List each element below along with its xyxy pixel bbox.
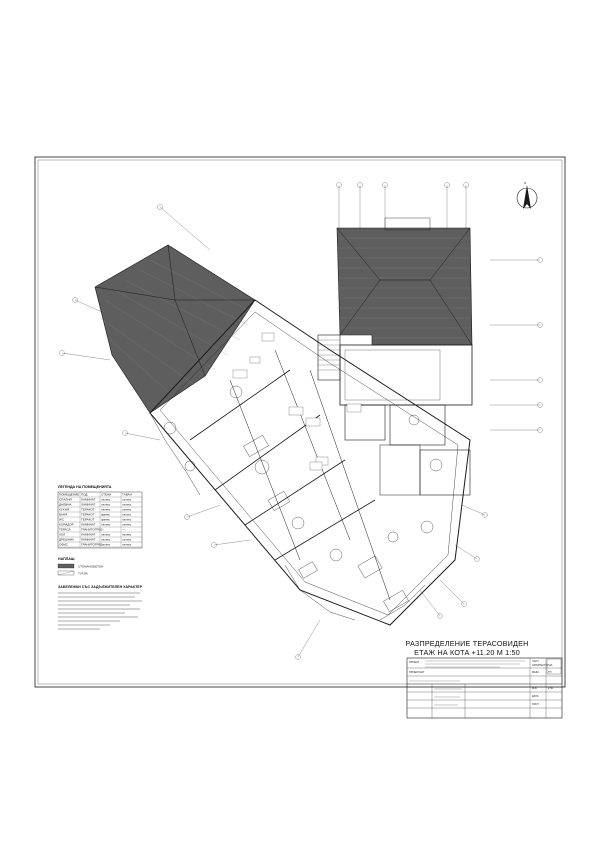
legend-header-cell: ПОД xyxy=(81,493,87,497)
tb-part-value: АРХИТЕКТУРНА xyxy=(532,663,553,667)
legend-header-cell: ПОМЕЩЕНИЕ xyxy=(59,493,79,497)
legend-cell: латекс xyxy=(122,498,132,502)
tb-date-label: ДАТА xyxy=(532,694,539,698)
legend-cell: ЛАМИНАТ xyxy=(81,523,96,527)
legend-cell: ХОЛ xyxy=(59,533,65,537)
floor-plan xyxy=(149,299,473,626)
legend-cell: латекс xyxy=(122,533,132,537)
legend-cell: латекс xyxy=(101,538,111,542)
legend-cell: ЛАМИНАТ xyxy=(81,498,96,502)
legend-cell: ЛАМИНАТ xyxy=(81,503,96,507)
north-arrow-icon: N xyxy=(516,181,538,209)
legend-cell: ЛАМИНАТ xyxy=(81,538,96,542)
tb-part-label: ЧАСТ xyxy=(532,659,539,663)
legend-cell: СПАЛНЯ xyxy=(59,498,72,502)
legend-cell: латекс xyxy=(101,508,111,512)
svg-text:N: N xyxy=(524,181,526,185)
tb-designer-label: ПРОЕКТАНТ xyxy=(409,670,425,674)
legend-cell: ТЕРАКОТ xyxy=(81,518,95,522)
tb-sheet-label: ЛИСТ xyxy=(532,702,539,706)
legend-cell: латекс xyxy=(101,523,111,527)
material-item-brick: ТУХЛА xyxy=(78,572,88,576)
title-block: ПРОЕКТ ЧАСТ АРХИТЕКТУРНА ПРОЕКТАНТ ФАЗА … xyxy=(406,657,563,719)
sheet-title-line2: ЕТАЖ НА КОТА +11.20 М 1:50 xyxy=(414,648,520,657)
legend-cell: фаянс xyxy=(101,513,110,517)
legend-cell: ГРАНИТОГРЕС xyxy=(81,543,103,547)
legend-cell: латекс xyxy=(122,538,132,542)
material-item-concrete: СТОМАНОБЕТОН xyxy=(78,565,103,569)
notes-block: ЗАБЕЛЕЖКИ СЪС ЗАДЪЛЖИТЕЛЕН ХАРАКТЕР xyxy=(58,585,143,630)
tb-scale-value: 1:50 xyxy=(548,686,554,690)
sheet-title-line1: РАЗПРЕДЕЛЕНИЕ ТЕРАСОВИДЕН xyxy=(405,639,528,648)
legend-cell: латекс xyxy=(122,513,132,517)
inner-border xyxy=(37,159,563,685)
legend-header-cell: СТЕНИ xyxy=(101,493,111,497)
legend-cell: латекс xyxy=(101,533,111,537)
legend-cell: — xyxy=(122,528,125,532)
sheet-title: РАЗПРЕДЕЛЕНИЕ ТЕРАСОВИДЕН ЕТАЖ НА КОТА +… xyxy=(405,639,528,657)
legend-cell: — xyxy=(101,528,104,532)
legend-cell: ДРЕШНИК xyxy=(59,538,74,542)
roof-right xyxy=(336,217,473,346)
material-legend: НАПЛАШ СТОМАНОБЕТОН ТУХЛА xyxy=(57,557,103,576)
legend-cell: КУХНЯ xyxy=(59,508,69,512)
tb-project-label: ПРОЕКТ xyxy=(409,660,420,664)
tb-phase-label: ФАЗА xyxy=(532,670,539,674)
legend-cell: WC xyxy=(59,518,65,522)
room-legend-heading: ЛЕГЕНДА НА ПОМЕЩЕНИЯТА xyxy=(58,485,112,489)
legend-cell: ОФИС xyxy=(59,543,69,547)
roof-left xyxy=(94,244,256,414)
legend-cell: латекс xyxy=(122,508,132,512)
legend-cell: ТЕРАСА xyxy=(59,528,71,532)
tb-scale-label: М-Б xyxy=(532,686,537,690)
legend-cell: ТЕРАКОТ xyxy=(81,508,95,512)
tb-phase-value: ТП xyxy=(548,670,552,674)
legend-cell: латекс xyxy=(101,498,111,502)
material-legend-heading: НАПЛАШ xyxy=(58,557,75,561)
legend-cell: ДНЕВНА xyxy=(59,503,71,507)
legend-cell: ГРАНИТОГРЕС xyxy=(81,528,103,532)
legend-cell: фаянс xyxy=(101,518,110,522)
legend-header-cell: ТАВАН xyxy=(122,493,132,497)
seal-stamp xyxy=(546,658,562,675)
grid-axes xyxy=(59,182,543,660)
room-tags xyxy=(232,332,362,471)
legend-cell: латекс xyxy=(101,543,111,547)
legend-cell: латекс xyxy=(122,523,132,527)
legend-cell: латекс xyxy=(122,543,132,547)
notes-heading: ЗАБЕЛЕЖКИ СЪС ЗАДЪЛЖИТЕЛЕН ХАРАКТЕР xyxy=(58,585,143,589)
legend-cell: латекс xyxy=(122,518,132,522)
sheet-border xyxy=(34,156,566,688)
concrete-swatch xyxy=(57,563,75,569)
legend-cell: латекс xyxy=(122,503,132,507)
legend-cell: КОРИДОР xyxy=(59,523,74,527)
legend-cell: БАНЯ xyxy=(59,513,67,517)
legend-cell: ЛАМИНАТ xyxy=(81,533,96,537)
legend-cell: ТЕРАКОТ xyxy=(81,513,95,517)
legend-cell: латекс xyxy=(101,503,111,507)
